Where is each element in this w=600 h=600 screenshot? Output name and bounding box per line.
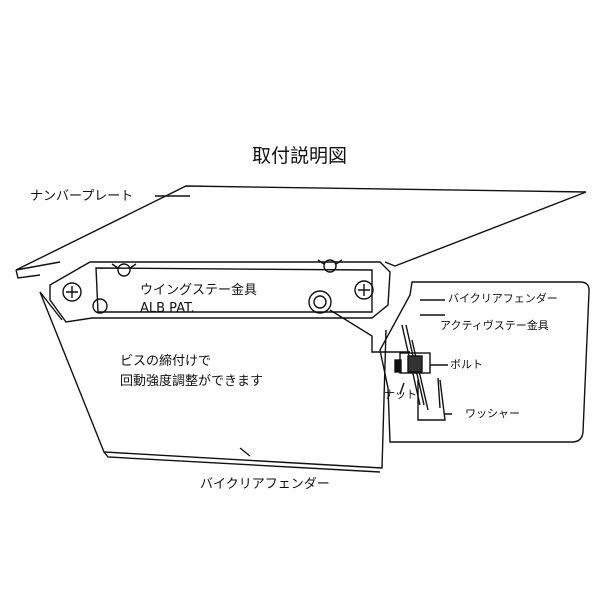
inset-label-fender: バイクリアフェンダー xyxy=(448,292,558,305)
bolt-assembly-detail xyxy=(394,299,452,421)
note-line-1: ビスの締付けで xyxy=(120,354,212,369)
inset-label-washer: ワッシャー xyxy=(465,407,520,420)
page-title: 取付説明図 xyxy=(252,145,348,167)
inset-label-active-stay: アクティヴステー金具 xyxy=(440,319,549,332)
label-alb-pat: ALB PAT. xyxy=(140,301,195,316)
label-wing-stay: ウイングステー金具 xyxy=(140,283,258,298)
fender-shape xyxy=(39,291,387,469)
wing-stay-bracket xyxy=(49,259,391,323)
label-number-plate: ナンバープレート xyxy=(30,189,134,204)
number-plate-shape xyxy=(15,185,587,279)
note-line-2: 回動強度調整ができます xyxy=(120,374,264,389)
inset-label-bolt: ボルト xyxy=(450,358,483,371)
label-fender: バイクリアフェンダー xyxy=(200,477,330,492)
inset-frame xyxy=(379,281,590,443)
inset-label-nut: ナット xyxy=(384,388,417,401)
